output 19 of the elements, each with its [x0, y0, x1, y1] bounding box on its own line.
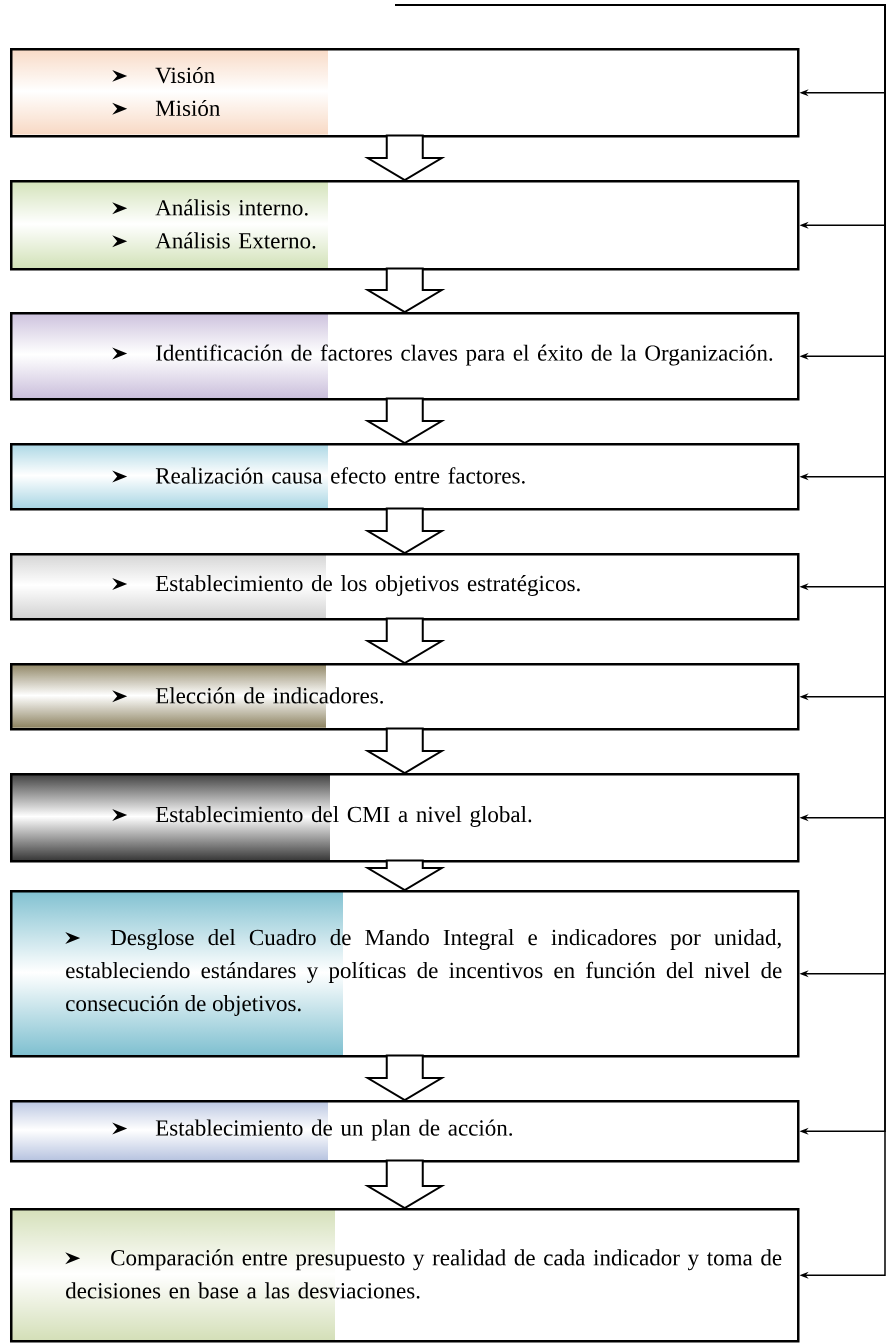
block-arrow [364, 617, 446, 665]
process-box: Comparación entre presupuesto y realidad de cada indicador y toma de decisiones en base a las desviaciones. [10, 1208, 800, 1343]
block-arrow [364, 859, 446, 892]
block-arrow [364, 1159, 446, 1210]
process-box: Realización causa efecto entre factores. [10, 443, 800, 511]
process-box: Análisis interno. Análisis Externo. [10, 180, 800, 271]
process-box: Desglose del Cuadro de Mando Integral e indicadores por unidad, estableciendo estándares y políticas de incentivos en función del nivel de consecución de objetivos. [10, 890, 800, 1058]
block-arrow [364, 727, 446, 775]
block-arrow [364, 1054, 446, 1102]
block-arrow [364, 267, 446, 314]
process-box: Establecimiento de los objetivos estratégicos. [10, 553, 800, 621]
block-arrow [364, 134, 446, 182]
process-box: Establecimiento de un plan de acción. [10, 1100, 800, 1163]
process-box: Establecimiento del CMI a nivel global. [10, 773, 800, 863]
process-box: Visión Misión [10, 48, 800, 138]
process-box: Identificación de factores claves para el éxito de la Organización. [10, 312, 800, 401]
block-arrow [364, 397, 446, 445]
block-arrow [364, 507, 446, 555]
process-box: Elección de indicadores. [10, 663, 800, 731]
